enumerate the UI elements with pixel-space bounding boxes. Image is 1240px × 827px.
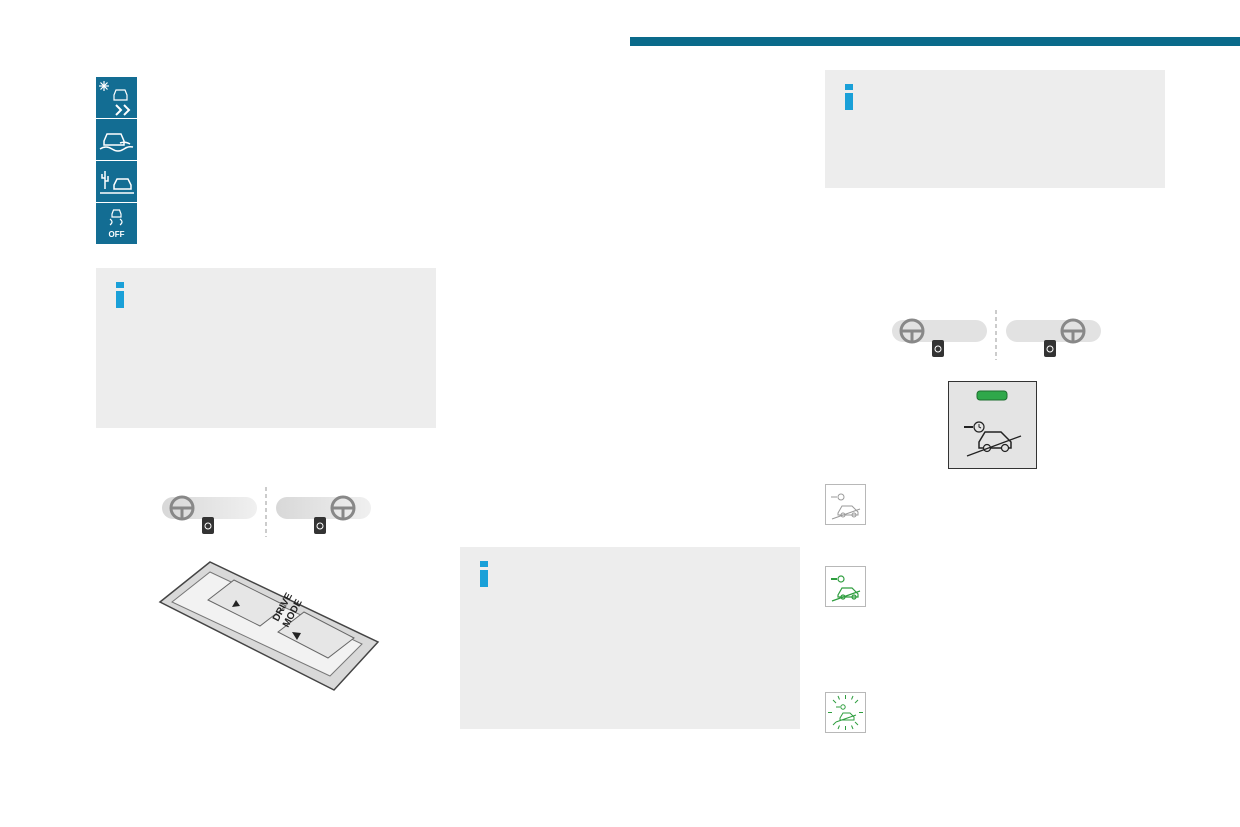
info-box-2 [460, 547, 800, 729]
sand-mode-icon [96, 161, 137, 203]
info-box-1 [96, 268, 436, 428]
hill-descent-flashing-icon [825, 692, 866, 733]
info-icon [845, 84, 853, 110]
info-box-3 [825, 70, 1165, 188]
hill-descent-active-icon [825, 566, 866, 607]
snow-mode-icon [96, 77, 137, 119]
header-accent-bar [630, 37, 1240, 46]
esc-off-label: OFF [109, 230, 125, 239]
info-icon [116, 282, 124, 308]
mud-mode-icon [96, 119, 137, 161]
lhd-rhd-illustration [160, 485, 375, 540]
drive-mode-switch: DRIVE MODE [158, 560, 380, 692]
hill-descent-indicator-light [976, 390, 1008, 401]
hill-descent-button [948, 381, 1037, 469]
esc-off-icon: OFF [96, 203, 137, 245]
lhd-rhd-illustration-right [890, 308, 1105, 363]
info-icon [480, 561, 488, 587]
hill-descent-off-icon [825, 484, 866, 525]
